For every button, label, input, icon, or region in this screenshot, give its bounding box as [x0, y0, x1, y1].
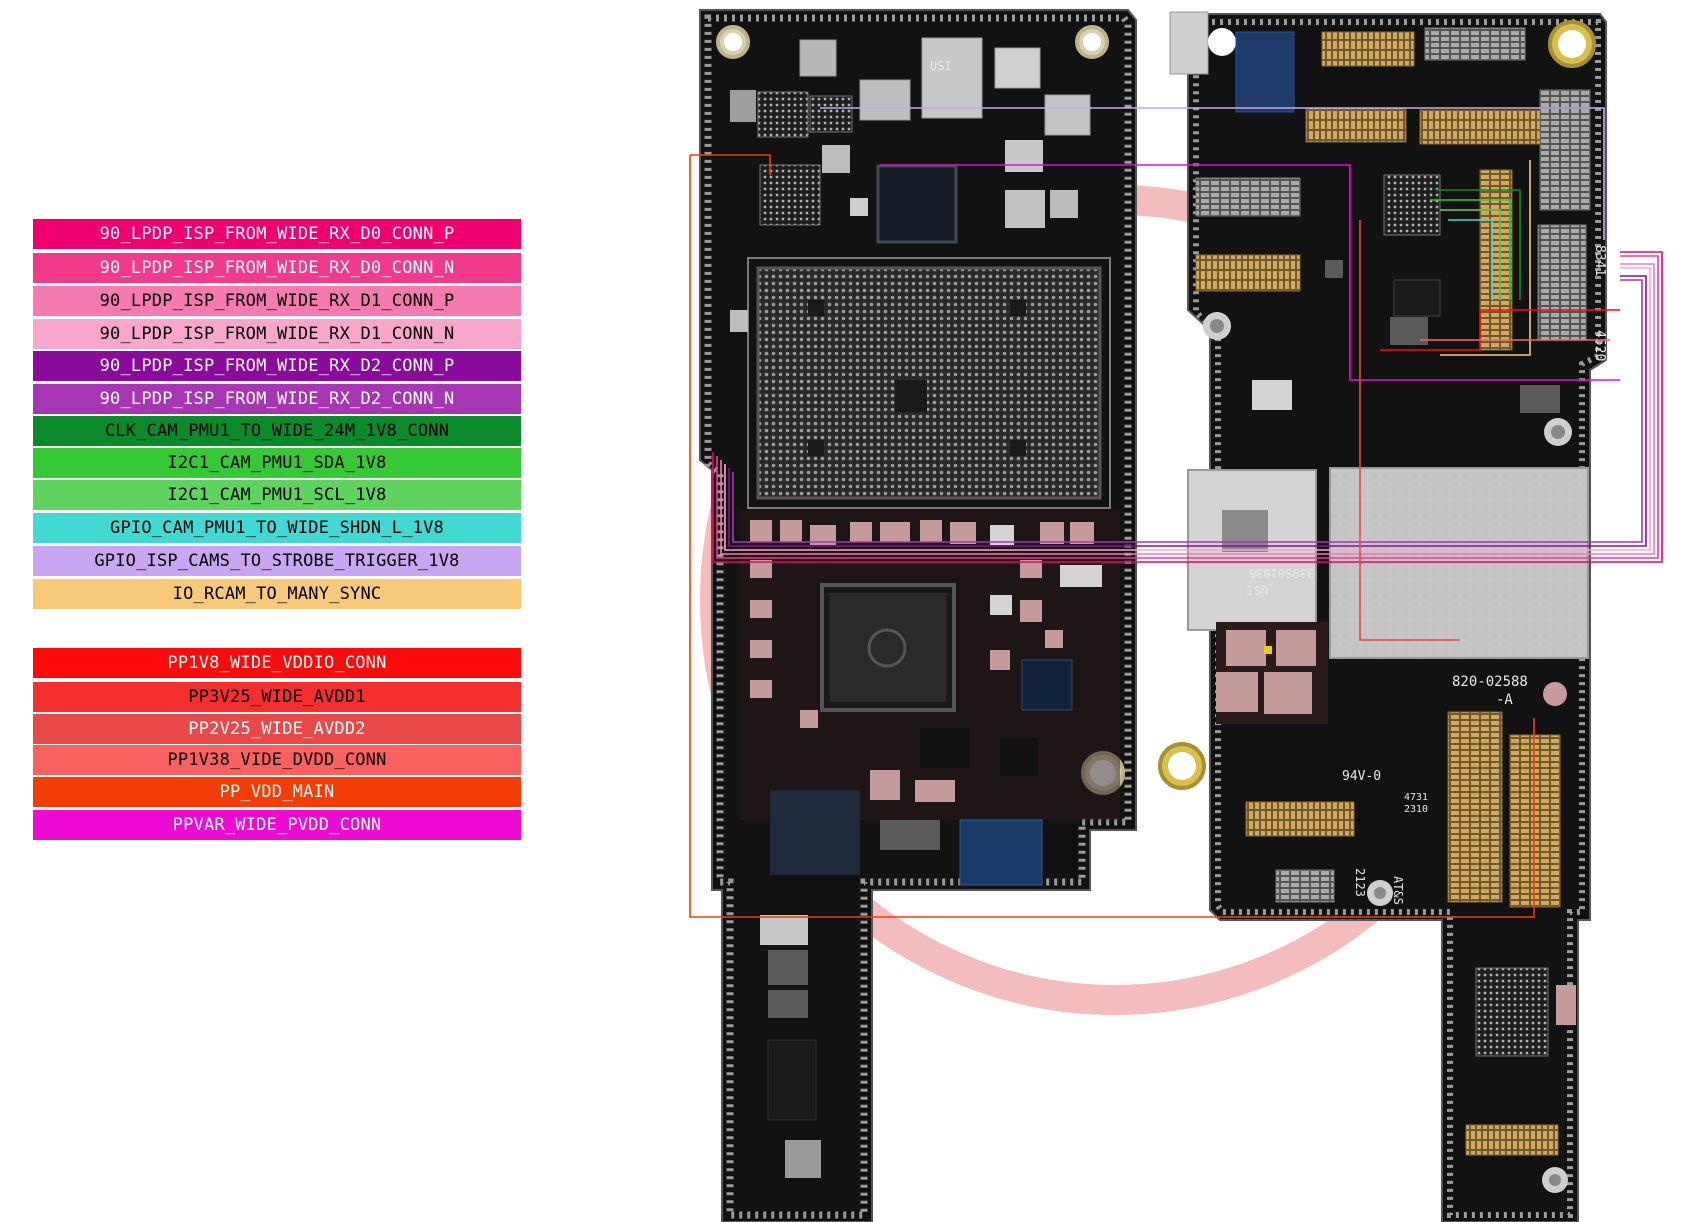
connector	[1235, 31, 1295, 113]
left-board: USI	[699, 9, 1137, 1222]
trace-pp1v8	[690, 154, 771, 175]
blue-chip	[959, 819, 1043, 886]
trace-pp1v8-right	[1380, 309, 1620, 351]
legend-item-1: 90_LPDP_ISP_FROM_WIDE_RX_D0_CONN_N	[33, 253, 521, 283]
trace-shdn	[1448, 219, 1493, 300]
legend-item-3: 90_LPDP_ISP_FROM_WIDE_RX_D1_CONN_N	[33, 319, 521, 349]
power-item-5: PPVAR_WIDE_PVDD_CONN	[33, 810, 521, 840]
usi-module	[921, 37, 983, 119]
code-4731: 4731	[1404, 792, 1428, 803]
code-2310: 2310	[1404, 804, 1428, 815]
legend-label: 90_LPDP_ISP_FROM_WIDE_RX_D0_CONN_P	[99, 224, 455, 244]
trace-pvdd	[880, 164, 1620, 381]
board-number: 820-02588	[1452, 674, 1528, 690]
legend-label: 90_LPDP_ISP_FROM_WIDE_RX_D1_CONN_N	[99, 324, 455, 344]
legend-item-7: I2C1_CAM_PMU1_SDA_1V8	[33, 448, 521, 478]
legend-item-5: 90_LPDP_ISP_FROM_WIDE_RX_D2_CONN_N	[33, 384, 521, 414]
trace-lpdp-d2n	[732, 279, 1643, 543]
rev-label: 94V-0	[1342, 769, 1381, 784]
connector	[1539, 89, 1591, 211]
trace-sda	[1430, 199, 1511, 300]
legend-label: GPIO_CAM_PMU1_TO_WIDE_SHDN_L_1V8	[110, 518, 444, 538]
code-4520: 4520	[1592, 330, 1607, 361]
legend-label: PP2V25_WIDE_AVDD2	[188, 719, 366, 739]
connector	[1245, 801, 1355, 837]
power-item-3: PP1V38_VIDE_DVDD_CONN	[33, 745, 521, 775]
trace-pp-vdd-main	[689, 155, 1535, 918]
connector	[1509, 734, 1561, 908]
legend-label: GPIO_ISP_CAMS_TO_STROBE_TRIGGER_1V8	[94, 551, 460, 571]
trace-lpdp-d2p	[728, 275, 1647, 547]
legend-item-8: I2C1_CAM_PMU1_SCL_1V8	[33, 480, 521, 510]
legend-item-6: CLK_CAM_PMU1_TO_WIDE_24M_1V8_CONN	[33, 416, 521, 446]
legend-label: PP3V25_WIDE_AVDD1	[188, 687, 366, 707]
legend-label: PP1V8_WIDE_VDDIO_CONN	[167, 653, 387, 673]
legend-label: I2C1_CAM_PMU1_SDA_1V8	[167, 453, 387, 473]
trace-sync	[1440, 160, 1531, 356]
connector	[1275, 869, 1335, 903]
usi-top-label: USI	[930, 59, 952, 73]
legend-label: PP1V38_VIDE_DVDD_CONN	[167, 750, 387, 770]
legend-item-2: 90_LPDP_ISP_FROM_WIDE_RX_D1_CONN_P	[33, 286, 521, 316]
right-board: cAus 8341 4520 USI 339S01036 820-02588 -…	[1158, 11, 1607, 1222]
legend-item-10: GPIO_ISP_CAMS_TO_STROBE_TRIGGER_1V8	[33, 546, 521, 576]
board-suffix: -A	[1496, 692, 1513, 708]
legend-label: 90_LPDP_ISP_FROM_WIDE_RX_D1_CONN_P	[99, 291, 455, 311]
connector	[1447, 711, 1503, 903]
legend-item-0: 90_LPDP_ISP_FROM_WIDE_RX_D0_CONN_P	[33, 219, 521, 249]
power-item-4: PP_VDD_MAIN	[33, 777, 521, 807]
connector	[1321, 31, 1415, 67]
legend-item-4: 90_LPDP_ISP_FROM_WIDE_RX_D2_CONN_P	[33, 351, 521, 381]
usi-nand-label: USI	[1246, 583, 1268, 597]
connector	[1305, 107, 1407, 143]
trace-lpdp-d1p	[720, 263, 1655, 555]
power-item-1: PP3V25_WIDE_AVDD1	[33, 682, 521, 712]
nand-code-label: 339S01036	[1249, 566, 1314, 580]
legend-item-11: IO_RCAM_TO_MANY_SYNC	[33, 579, 521, 609]
legend-label: PPVAR_WIDE_PVDD_CONN	[172, 815, 382, 835]
connector	[1537, 224, 1587, 341]
atns-label: AT&S	[1391, 876, 1405, 905]
connector	[1195, 177, 1301, 217]
legend-label: 90_LPDP_ISP_FROM_WIDE_RX_D2_CONN_N	[99, 389, 455, 409]
legend-item-9: GPIO_CAM_PMU1_TO_WIDE_SHDN_L_1V8	[33, 513, 521, 543]
connector	[1465, 1124, 1559, 1156]
code-8341: 8341	[1592, 245, 1607, 276]
connector	[1195, 254, 1301, 292]
trace-lpdp-d0p	[712, 251, 1663, 563]
legend-label: CLK_CAM_PMU1_TO_WIDE_24M_1V8_CONN	[104, 421, 450, 441]
legend-label: 90_LPDP_ISP_FROM_WIDE_RX_D2_CONN_P	[99, 356, 455, 376]
trace-lpdp-d0n	[716, 255, 1659, 559]
trace-avdd	[1359, 220, 1460, 641]
pmu-chip-top	[876, 164, 958, 244]
connector	[1479, 169, 1513, 351]
legend-label: PP_VDD_MAIN	[219, 782, 335, 802]
power-item-2: PP2V25_WIDE_AVDD2	[33, 714, 521, 744]
lower-chip	[767, 1039, 817, 1121]
power-item-0: PP1V8_WIDE_VDDIO_CONN	[33, 648, 521, 678]
legend-label: I2C1_CAM_PMU1_SCL_1V8	[167, 485, 387, 505]
trace-strobe	[820, 107, 1605, 240]
legend-label: IO_RCAM_TO_MANY_SYNC	[172, 584, 382, 604]
lower-bga	[1475, 967, 1549, 1057]
bracket	[1169, 11, 1209, 75]
trace-clk	[1436, 189, 1521, 300]
connector	[1419, 109, 1547, 145]
net-traces	[689, 107, 1663, 918]
code-2123: 2123	[1353, 868, 1367, 897]
connector	[1424, 27, 1526, 61]
legend-label: 90_LPDP_ISP_FROM_WIDE_RX_D0_CONN_N	[99, 258, 455, 278]
trace-scl	[1440, 209, 1501, 300]
trace-lpdp-d1n	[724, 267, 1651, 551]
